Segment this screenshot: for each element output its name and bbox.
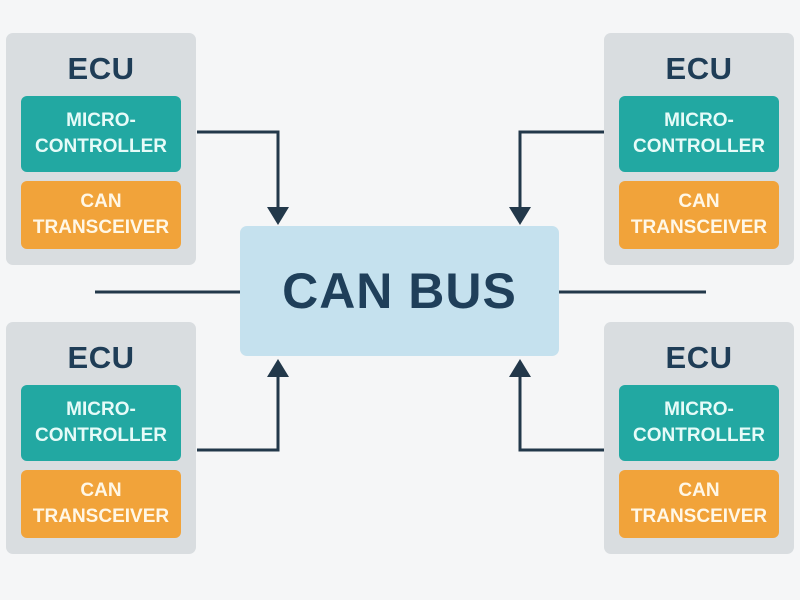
microcontroller-label-line1: MICRO- <box>664 110 734 131</box>
ecu-bottom-left: ECU MICRO- CONTROLLER CAN TRANSCEIVER <box>6 322 196 554</box>
can-transceiver-block: CAN TRANSCEIVER <box>21 181 181 249</box>
arrow-top-left <box>197 130 280 211</box>
microcontroller-label-line2: CONTROLLER <box>35 136 167 157</box>
can-transceiver-block: CAN TRANSCEIVER <box>619 181 779 249</box>
transceiver-label-line1: CAN <box>80 480 122 501</box>
transceiver-label-line2: TRANSCEIVER <box>630 506 768 527</box>
transceiver-label-line1: CAN <box>678 480 720 501</box>
arrow-bottom-left <box>197 373 280 452</box>
transceiver-label-line1: CAN <box>678 191 720 212</box>
ecu-top-right: ECU MICRO- CONTROLLER CAN TRANSCEIVER <box>604 33 794 265</box>
can-bus-box: CAN BUS <box>240 226 559 356</box>
microcontroller-label-line2: CONTROLLER <box>35 425 167 446</box>
ecu-top-left: ECU MICRO- CONTROLLER CAN TRANSCEIVER <box>6 33 196 265</box>
arrowhead-top-right <box>509 207 531 225</box>
microcontroller-label-line2: CONTROLLER <box>633 136 765 157</box>
transceiver-label-line2: TRANSCEIVER <box>32 506 170 527</box>
arrowhead-bottom-left <box>267 359 289 377</box>
microcontroller-label-line1: MICRO- <box>66 399 136 420</box>
microcontroller-block: MICRO- CONTROLLER <box>619 385 779 461</box>
ecu-title: ECU <box>67 51 135 86</box>
can-bus-label: CAN BUS <box>282 263 517 319</box>
transceiver-label-line2: TRANSCEIVER <box>32 217 170 238</box>
transceiver-label-line2: TRANSCEIVER <box>630 217 768 238</box>
microcontroller-label-line2: CONTROLLER <box>633 425 765 446</box>
microcontroller-label-line1: MICRO- <box>66 110 136 131</box>
ecu-title: ECU <box>665 51 733 86</box>
microcontroller-block: MICRO- CONTROLLER <box>619 96 779 172</box>
microcontroller-block: MICRO- CONTROLLER <box>21 385 181 461</box>
transceiver-label-line1: CAN <box>80 191 122 212</box>
ecu-title: ECU <box>67 340 135 375</box>
ecu-title: ECU <box>665 340 733 375</box>
arrowhead-top-left <box>267 207 289 225</box>
ecu-bottom-right: ECU MICRO- CONTROLLER CAN TRANSCEIVER <box>604 322 794 554</box>
microcontroller-block: MICRO- CONTROLLER <box>21 96 181 172</box>
can-transceiver-block: CAN TRANSCEIVER <box>619 470 779 538</box>
arrow-top-right <box>518 130 604 211</box>
microcontroller-label-line1: MICRO- <box>664 399 734 420</box>
can-transceiver-block: CAN TRANSCEIVER <box>21 470 181 538</box>
arrow-bottom-right <box>518 373 604 452</box>
arrowhead-bottom-right <box>509 359 531 377</box>
